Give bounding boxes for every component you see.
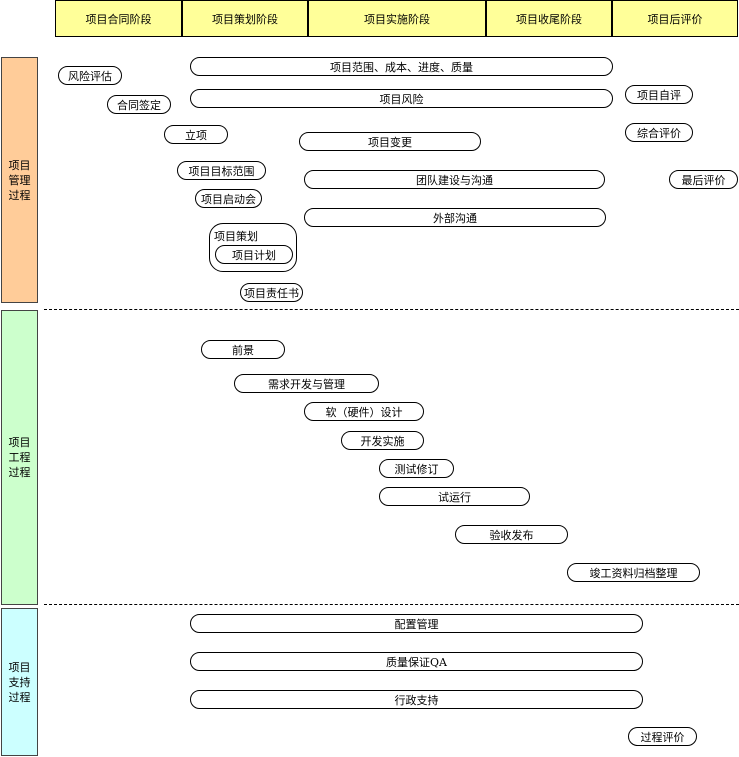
divider-engineering-support [44,604,739,605]
lane-engineering-label: 项目工程过程 [8,436,31,479]
phase-implementation: 项目实施阶段 [308,0,486,37]
test-revision: 测试修订 [379,459,454,478]
phase-post-evaluation: 项目后评价 [612,0,738,37]
initiation: 立项 [164,125,228,144]
scope-cost-schedule-quality: 项目范围、成本、进度、质量 [190,57,613,76]
lane-support-label: 项目支持过程 [8,660,31,704]
project-change: 项目变更 [299,132,481,151]
implementation: 开发实施 [341,431,424,450]
kickoff-meeting: 项目启动会 [195,189,262,208]
vision: 前景 [201,340,285,359]
project-plan: 项目计划 [215,245,293,264]
trial-run: 试运行 [379,487,530,506]
lane-management-label: 项目管理过程 [8,158,31,202]
archiving: 竣工资料归档整理 [567,563,700,582]
target-scope: 项目目标范围 [177,161,266,180]
lane-engineering: 项目工程过程 [1,310,38,605]
process-evaluation: 过程评价 [628,727,697,746]
comprehensive-evaluation: 综合评价 [625,123,693,142]
acceptance-release: 验收发布 [455,525,568,544]
self-evaluation: 项目自评 [625,85,693,104]
external-communication: 外部沟通 [304,208,606,227]
responsibility-letter: 项目责任书 [240,283,303,302]
project-risk: 项目风险 [190,89,613,108]
admin-support: 行政支持 [190,690,643,709]
team-building: 团队建设与沟通 [304,170,605,189]
lane-support: 项目支持过程 [1,608,38,756]
contract-signing: 合同签定 [107,95,171,114]
requirements: 需求开发与管理 [234,374,379,393]
phase-contract: 项目合同阶段 [55,0,182,37]
phase-planning: 项目策划阶段 [182,0,308,37]
quality-assurance: 质量保证QA [190,652,643,671]
phase-closing: 项目收尾阶段 [486,0,612,37]
design: 软（硬件）设计 [304,402,424,421]
project-planning-label: 项目策划 [214,230,258,243]
risk-assessment: 风险评估 [58,66,122,85]
lane-management: 项目管理过程 [1,57,38,303]
configuration-management: 配置管理 [190,614,643,633]
final-evaluation: 最后评价 [669,170,738,189]
divider-management-engineering [44,309,739,310]
